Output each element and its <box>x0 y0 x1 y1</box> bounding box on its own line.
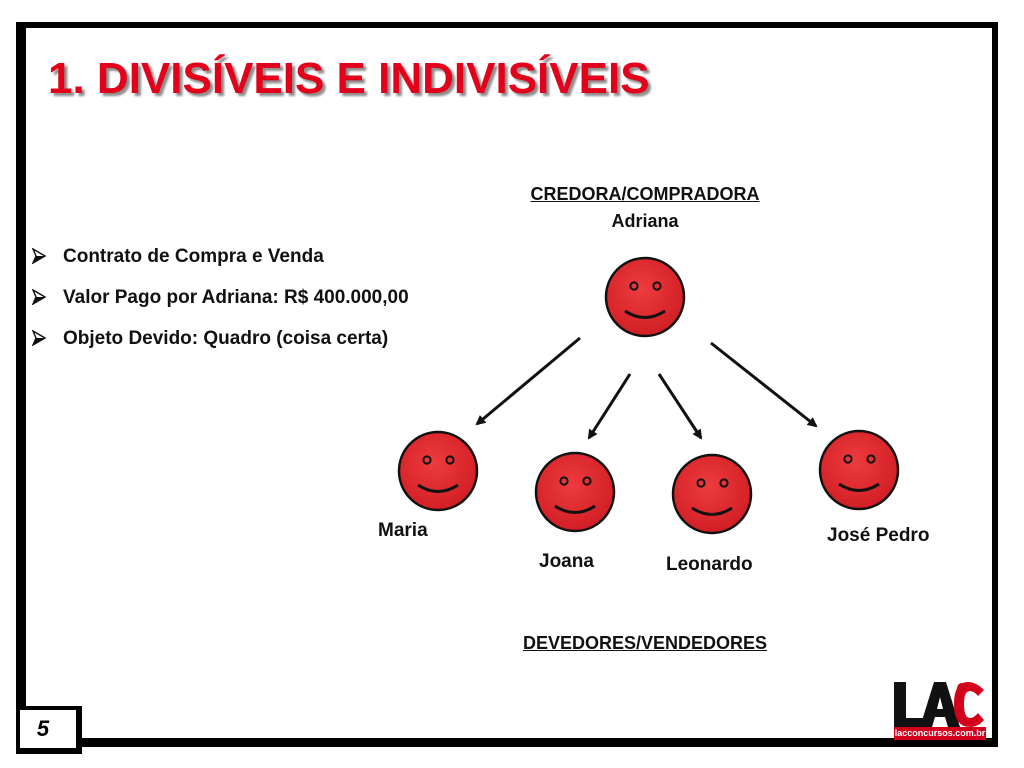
page-number: 5 <box>36 716 50 741</box>
creditor-role-label: CREDORA/COMPRADORA <box>530 184 760 204</box>
slide-canvas <box>26 28 992 738</box>
smiley-face-icon <box>671 453 753 535</box>
arrow-to-joana <box>587 373 632 440</box>
debtor-name-joana: Joana <box>539 551 594 572</box>
debtors-role-label: DEVEDORES/VENDEDORES <box>522 633 768 653</box>
arrow-to-maria <box>475 336 581 426</box>
debtor-name-maria: Maria <box>378 520 428 541</box>
arrow-to-jose-pedro <box>710 341 818 428</box>
arrow-bullet-icon <box>32 289 46 305</box>
smiley-face-icon <box>604 256 686 338</box>
slide-title: 1. DIVISÍVEIS E INDIVISÍVEIS <box>48 54 650 103</box>
creditor-name-label: Adriana <box>611 211 679 231</box>
bullet-text: Objeto Devido: Quadro (coisa certa) <box>63 328 389 349</box>
smiley-face-icon <box>534 451 616 533</box>
lac-logo <box>894 682 984 727</box>
bullet-item: Objeto Devido: Quadro (coisa certa) <box>32 328 409 369</box>
debtor-name-jose-pedro: José Pedro <box>827 525 930 546</box>
smiley-face-icon <box>397 430 479 512</box>
bullet-item: Valor Pago por Adriana: R$ 400.000,00 <box>32 287 409 328</box>
debtor-name-leonardo: Leonardo <box>666 554 753 575</box>
smiley-face-icon <box>818 429 900 511</box>
arrow-bullet-icon <box>32 330 46 346</box>
bullet-text: Valor Pago por Adriana: R$ 400.000,00 <box>63 287 409 308</box>
arrow-to-leonardo <box>657 373 703 440</box>
bullet-list: Contrato de Compra e Venda Valor Pago po… <box>32 246 409 369</box>
page-number-box-inner <box>20 710 76 748</box>
bullet-text: Contrato de Compra e Venda <box>63 246 324 267</box>
logo-url: lacconcursos.com.br <box>894 727 986 740</box>
bullet-item: Contrato de Compra e Venda <box>32 246 409 287</box>
arrow-bullet-icon <box>32 248 46 264</box>
